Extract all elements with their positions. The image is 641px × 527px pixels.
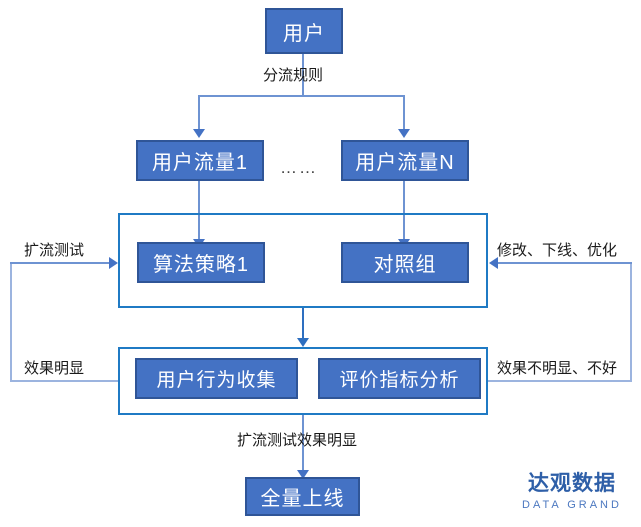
brand-logo-cn: 达观数据 <box>528 472 616 495</box>
connector-traffic-n-to-control <box>403 181 405 239</box>
connector-user-down <box>302 54 304 95</box>
node-control-group[interactable]: 对照组 <box>341 242 469 283</box>
node-full-launch-label: 全量上线 <box>260 488 345 510</box>
connector-right-loop-top <box>498 262 632 264</box>
node-traffic-n-label: 用户流量N <box>355 152 455 174</box>
brand-logo-en: DATA GRAND <box>522 499 622 511</box>
brand-logo: 达观数据 DATA GRAND <box>512 473 632 511</box>
arrowhead-to-full-launch <box>297 470 309 479</box>
node-control-group-label: 对照组 <box>373 254 437 276</box>
edge-label-effect-obvious: 效果明显 <box>24 360 85 377</box>
node-strategy-1-label: 算法策略1 <box>152 254 250 276</box>
edge-label-modify-offline-optimize: 修改、下线、优化 <box>497 242 618 259</box>
connector-split-bus <box>198 95 404 97</box>
node-behavior-collect[interactable]: 用户行为收集 <box>135 358 298 399</box>
edge-label-expand-test: 扩流测试 <box>24 242 85 259</box>
connector-traffic-1-to-strategy <box>198 181 200 239</box>
connector-analysis-to-launch <box>302 415 304 472</box>
arrowhead-right-loop-into-experiment <box>489 257 498 269</box>
node-traffic-n[interactable]: 用户流量N <box>341 140 469 181</box>
node-user[interactable]: 用户 <box>265 8 343 54</box>
connector-experiment-to-analysis <box>302 308 304 338</box>
edge-label-expand-test-effect-obvious: 扩流测试效果明显 <box>237 432 358 449</box>
node-full-launch[interactable]: 全量上线 <box>245 477 360 516</box>
connector-left-loop-vertical <box>10 262 12 382</box>
arrowhead-left-loop-into-experiment <box>109 257 118 269</box>
group-experiment <box>118 213 488 308</box>
connector-left-loop-bottom <box>10 380 118 382</box>
connector-left-loop-top <box>10 262 109 264</box>
connector-to-traffic-n <box>403 95 405 129</box>
group-analysis <box>118 347 488 415</box>
edge-label-split-rule: 分流规则 <box>263 67 324 84</box>
node-metric-analysis-label: 评价指标分析 <box>339 370 460 391</box>
node-traffic-1[interactable]: 用户流量1 <box>136 140 264 181</box>
arrowhead-to-traffic-1 <box>193 129 205 138</box>
connector-right-loop-vertical <box>630 262 632 382</box>
connector-to-traffic-1 <box>198 95 200 129</box>
node-strategy-1[interactable]: 算法策略1 <box>137 242 265 283</box>
connector-right-loop-bottom <box>488 380 632 382</box>
ellipsis-between-traffic: …… <box>280 158 318 177</box>
node-user-label: 用户 <box>283 22 325 45</box>
node-metric-analysis[interactable]: 评价指标分析 <box>318 358 481 399</box>
arrowhead-to-analysis-group <box>297 338 309 347</box>
edge-label-effect-not-obvious: 效果不明显、不好 <box>497 360 618 377</box>
node-traffic-1-label: 用户流量1 <box>151 152 249 174</box>
node-behavior-collect-label: 用户行为收集 <box>156 370 277 391</box>
arrowhead-to-traffic-n <box>398 129 410 138</box>
